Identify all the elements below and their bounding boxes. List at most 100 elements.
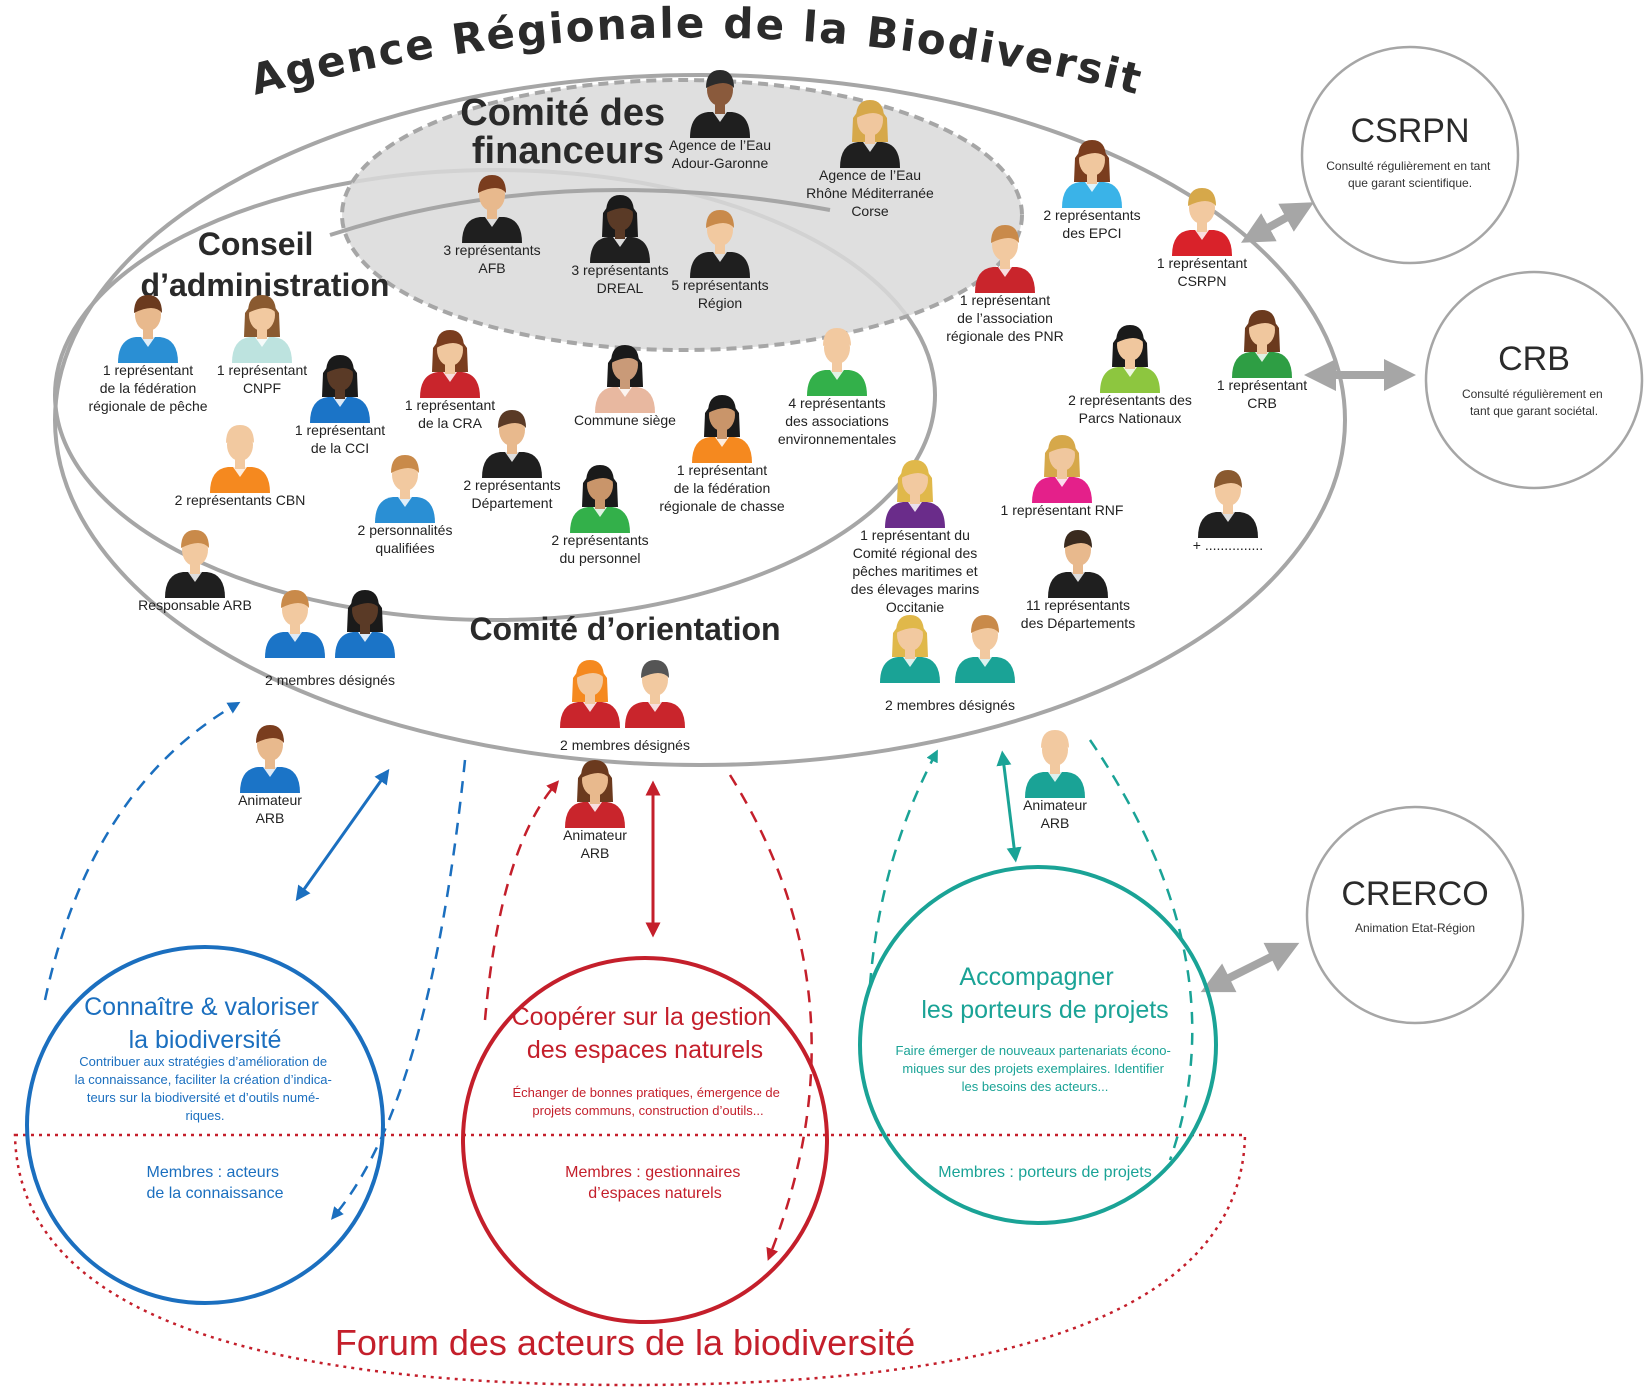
person-icon — [880, 615, 940, 683]
red-dashed-right — [728, 774, 813, 1261]
person-icon — [232, 295, 292, 363]
person-label: Commune siège — [574, 412, 676, 428]
person-icon — [265, 590, 325, 658]
group-red: 2 membres désignés — [560, 660, 690, 753]
csrpn-title: CSRPN — [1350, 112, 1469, 150]
blue-dashed-left — [43, 701, 241, 1001]
person-icon — [482, 410, 542, 478]
group-teal: 2 membres désignés — [880, 615, 1015, 713]
person-icon — [885, 460, 945, 528]
csrpn-node: CSRPN Consulté régulièrement en tant que… — [1300, 45, 1520, 265]
cooperer-desc: Échanger de bonnes pratiques, émergence … — [512, 1085, 783, 1118]
person-icon — [625, 660, 685, 728]
person-icon — [1048, 530, 1108, 598]
groups-layer: 2 membres désignés 2 membres désignés 2 me… — [265, 590, 1015, 753]
connaitre-members: Membres : acteurs de la connaissance — [147, 1164, 284, 1202]
arb-ellipse — [53, 73, 1347, 767]
teal-dashed-right — [1088, 739, 1194, 1161]
financeurs-title: Comité des financeurs — [460, 92, 675, 172]
accompagner-members: Membres : porteurs de projets — [938, 1164, 1151, 1181]
person-icon — [1032, 435, 1092, 503]
conseil-ellipse-overlay — [329, 188, 831, 237]
connaitre-title: Connaître & valoriser la biodiversité — [84, 993, 326, 1054]
crerco-desc: Animation Etat-Région — [1355, 921, 1475, 935]
accompagner-title: Accompagner les porteurs de projets — [921, 963, 1168, 1024]
crb-desc: Consulté régulièrement en tant que garan… — [1462, 387, 1606, 418]
crerco-title: CRERCO — [1341, 875, 1488, 913]
cooperer-members: Membres : gestionnaires d’espaces nature… — [565, 1164, 745, 1202]
forum-title: Forum des acteurs de la biodiversité — [335, 1322, 915, 1363]
person-icon — [310, 355, 370, 423]
person-cbn: 2 représentants CBN — [175, 425, 305, 508]
group-label: 2 membres désignés — [265, 672, 395, 688]
person-icon — [975, 225, 1035, 293]
person-icon — [210, 425, 270, 493]
teal-dashed-left — [868, 749, 938, 986]
cooperer-title: Coopérer sur la gestion des espaces natu… — [512, 1003, 779, 1064]
person-icon — [955, 615, 1015, 683]
group-label: 2 membres désignés — [560, 737, 690, 753]
person-icon — [118, 295, 178, 363]
accompagner-desc: Faire émerger de nouveaux partenariats é… — [896, 1043, 1175, 1094]
csrpn-desc: Consulté régulièrement en tant que garan… — [1326, 159, 1493, 190]
financeurs-ellipse — [340, 78, 1024, 352]
person-icon — [420, 330, 480, 398]
connaitre-circle: Connaître & valoriser la biodiversité Co… — [25, 945, 385, 1305]
person-resp: Responsable ARB — [138, 530, 252, 613]
person-icon — [560, 660, 620, 728]
csrpn-arrow — [1241, 202, 1314, 243]
person-icon — [590, 195, 650, 263]
blue-double-arrow — [295, 768, 390, 902]
person-icon — [165, 530, 225, 598]
group-blue: 2 membres désignés — [265, 590, 395, 688]
person-icon — [335, 590, 395, 658]
person-label: + ............... — [1193, 537, 1263, 553]
person-label: Responsable ARB — [138, 597, 252, 613]
person-icon — [807, 328, 867, 396]
person-icon — [240, 725, 300, 793]
person-icon — [462, 175, 522, 243]
group-label: 2 membres désignés — [885, 697, 1015, 713]
crb-node: CRB Consulté régulièrement en tant que g… — [1424, 270, 1644, 490]
